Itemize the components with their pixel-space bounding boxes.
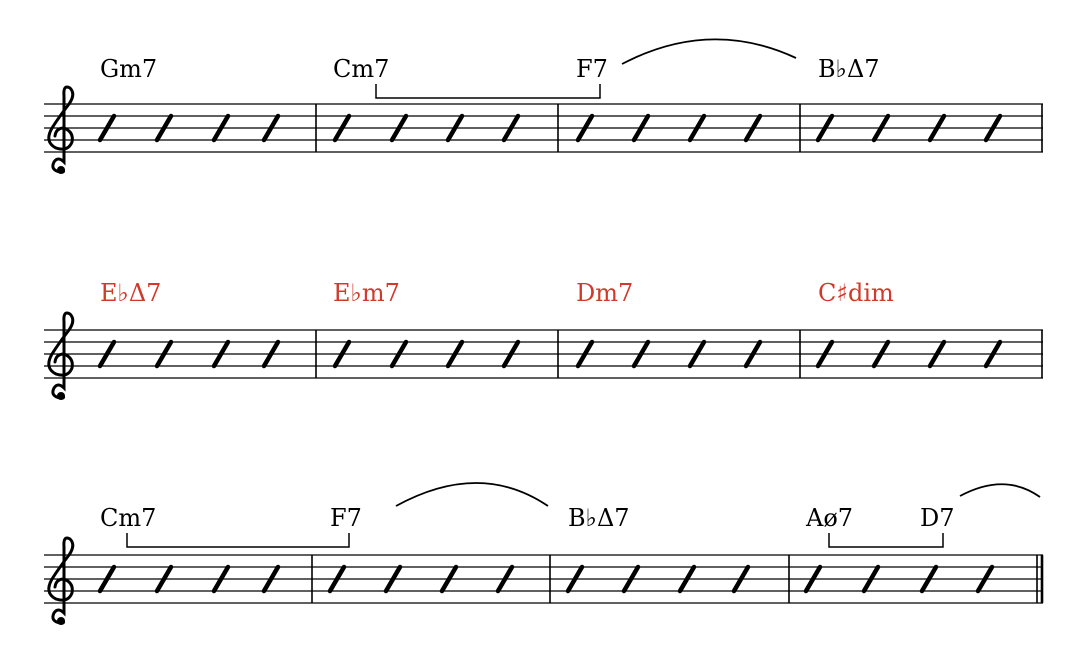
chord-symbol: Cm7 <box>100 504 156 532</box>
system-2: E♭Δ7 E♭m7 Dm7 C♯dim <box>44 279 1043 400</box>
ii-v-bracket <box>828 533 944 548</box>
staff-lines <box>44 329 1043 379</box>
slashes <box>97 564 995 594</box>
barlines <box>315 330 1043 378</box>
slashes <box>97 113 1003 143</box>
barlines <box>311 555 790 603</box>
treble-clef-icon <box>47 536 75 625</box>
chord-symbol: F7 <box>330 504 362 532</box>
chord-symbol: B♭Δ7 <box>568 504 630 532</box>
final-barline <box>1036 555 1044 603</box>
chord-symbol-highlighted: Dm7 <box>576 279 633 307</box>
resolution-arrow <box>959 483 1041 498</box>
chord-symbol: Aø7 <box>805 504 853 532</box>
chord-symbol-highlighted: E♭m7 <box>333 279 400 307</box>
chord-symbols: Cm7 F7 B♭Δ7 Aø7 D7 <box>100 504 955 532</box>
ii-v-bracket <box>126 533 350 548</box>
chord-symbol: D7 <box>920 504 955 532</box>
barlines <box>315 104 1043 152</box>
chord-symbol: F7 <box>576 55 608 83</box>
chord-symbol-highlighted: E♭Δ7 <box>100 279 161 307</box>
slashes <box>97 339 1003 369</box>
chord-symbol-highlighted: C♯dim <box>818 279 894 307</box>
staff-lines <box>44 554 1043 604</box>
chord-symbols: Gm7 Cm7 F7 B♭Δ7 <box>100 55 880 83</box>
resolution-arrow <box>621 38 797 65</box>
chord-symbol: B♭Δ7 <box>818 55 880 83</box>
staff-lines <box>44 103 1043 153</box>
treble-clef-icon <box>47 311 75 400</box>
chord-symbols: E♭Δ7 E♭m7 Dm7 C♯dim <box>100 279 894 307</box>
system-1: Gm7 Cm7 F7 B♭Δ7 <box>44 38 1043 174</box>
chord-symbol: Cm7 <box>333 55 389 83</box>
resolution-arrow <box>395 482 549 507</box>
chord-symbol: Gm7 <box>100 55 157 83</box>
system-3: Cm7 F7 B♭Δ7 Aø7 D7 <box>44 482 1044 625</box>
treble-clef-icon <box>47 85 75 174</box>
ii-v-bracket <box>375 84 601 99</box>
